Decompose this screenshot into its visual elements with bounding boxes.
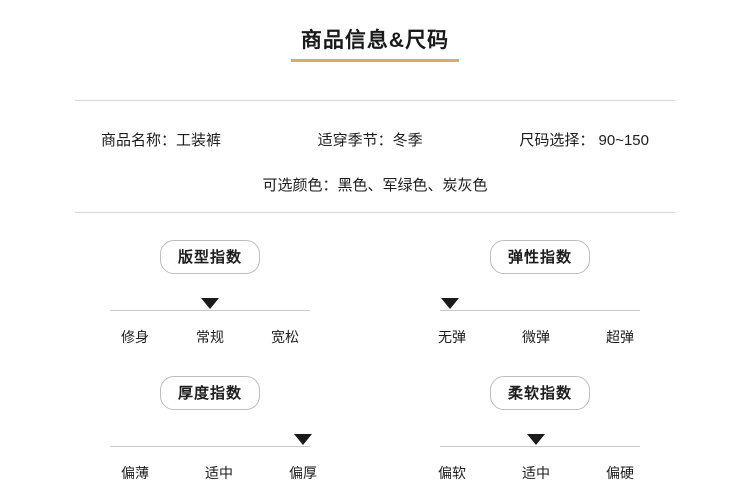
gauge-tick-2: 偏厚 <box>289 465 317 481</box>
gauge-tick-0: 偏软 <box>438 465 466 481</box>
info-size-range: 尺码选择： 90~150 <box>519 132 649 149</box>
gauge-tick-1: 适中 <box>522 465 550 481</box>
info-row-secondary: 可选颜色：黑色、军绿色、炭灰色 <box>75 174 675 195</box>
info-colors: 可选颜色：黑色、军绿色、炭灰色 <box>262 177 488 194</box>
gauge-label: 柔软指数 <box>490 376 590 410</box>
gauge-ticks: 无弹 微弹 超弹 <box>390 327 690 347</box>
gauge-thickness-index: 厚度指数 偏薄 适中 偏厚 <box>60 376 360 483</box>
gauge-label: 厚度指数 <box>160 376 260 410</box>
gauge-tick-0: 修身 <box>121 329 149 345</box>
gauge-line <box>110 310 310 311</box>
gauge-tick-2: 超弹 <box>606 329 634 345</box>
gauge-line <box>440 446 640 447</box>
gauge-ticks: 偏软 适中 偏硬 <box>390 463 690 483</box>
gauge-track <box>390 298 690 311</box>
gauge-tick-1: 微弹 <box>522 329 550 345</box>
gauge-tick-1: 适中 <box>205 465 233 481</box>
gauge-track <box>60 298 360 311</box>
gauge-marker-triangle-icon <box>527 434 545 445</box>
gauge-line <box>110 446 310 447</box>
gauge-tick-1: 常规 <box>196 329 224 345</box>
gauge-fit-index: 版型指数 修身 常规 宽松 <box>60 240 360 347</box>
gauge-tick-2: 宽松 <box>271 329 299 345</box>
gauge-line <box>440 310 640 311</box>
gauge-tick-0: 无弹 <box>438 329 466 345</box>
gauge-label: 版型指数 <box>160 240 260 274</box>
gauge-tick-0: 偏薄 <box>121 465 149 481</box>
info-row-primary: 商品名称：工装裤 适穿季节：冬季 尺码选择： 90~150 <box>75 129 675 150</box>
gauge-marker-triangle-icon <box>201 298 219 309</box>
gauge-elasticity-index: 弹性指数 无弹 微弹 超弹 <box>390 240 690 347</box>
info-product-name: 商品名称：工装裤 <box>101 132 222 149</box>
info-season: 适穿季节：冬季 <box>317 132 423 149</box>
gauge-track <box>60 434 360 447</box>
gauge-track <box>390 434 690 447</box>
gauge-ticks: 修身 常规 宽松 <box>60 327 360 347</box>
gauge-softness-index: 柔软指数 偏软 适中 偏硬 <box>390 376 690 483</box>
page-title-wrapper: 商品信息&尺码 <box>0 22 750 62</box>
page-title: 商品信息&尺码 <box>290 22 460 62</box>
divider-top <box>75 100 675 101</box>
gauge-marker-triangle-icon <box>441 298 459 309</box>
divider-bottom <box>75 212 675 213</box>
gauge-tick-2: 偏硬 <box>606 465 634 481</box>
gauge-marker-triangle-icon <box>294 434 312 445</box>
gauge-ticks: 偏薄 适中 偏厚 <box>60 463 360 483</box>
gauge-label: 弹性指数 <box>490 240 590 274</box>
